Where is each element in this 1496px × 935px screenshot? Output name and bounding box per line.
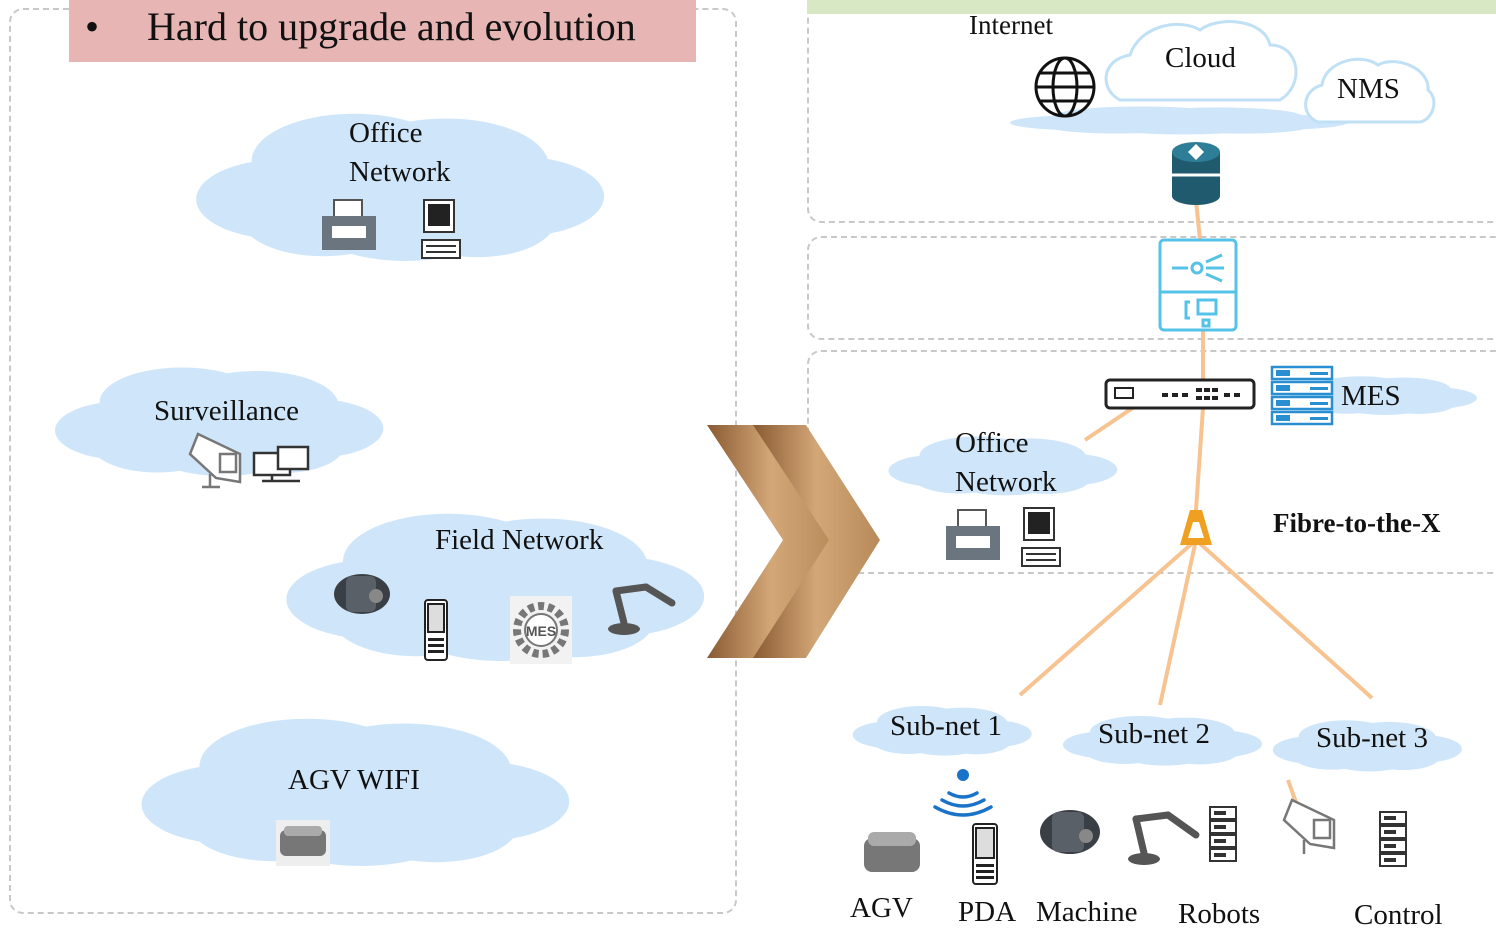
agv-icon-left	[276, 820, 330, 866]
switch-icon	[1104, 378, 1256, 410]
office-network-right-label-1: Office	[955, 427, 1029, 459]
mes-gear-icon: MES	[510, 596, 572, 664]
transition-chevron-2	[753, 425, 880, 658]
pda-icon-left	[424, 599, 448, 661]
subnet-1-label: Sub-net 1	[890, 710, 1002, 742]
wifi-icon	[933, 769, 993, 817]
olt-icon	[1158, 238, 1238, 332]
robot-arm-icon-left	[608, 583, 676, 635]
subnet-3-label: Sub-net 3	[1316, 722, 1428, 754]
computer-icon-left	[421, 199, 461, 259]
printer-icon-right	[946, 509, 1000, 560]
nms-label: NMS	[1337, 73, 1400, 105]
printer-icon-left	[322, 199, 376, 250]
internet-label: Internet	[969, 10, 1053, 40]
device-control-label: Control	[1354, 899, 1443, 931]
globe-icon	[1034, 56, 1096, 118]
device-agv-label: AGV	[850, 892, 913, 924]
fttx-label: Fibre-to-the-X	[1273, 508, 1441, 538]
subnet-2-label: Sub-net 2	[1098, 718, 1210, 750]
top-green-bar	[807, 0, 1496, 14]
rack-server-icon-control	[1379, 811, 1407, 867]
field-network-label: Field Network	[435, 524, 604, 556]
motor-icon-left	[334, 574, 390, 614]
problem-banner: • Hard to upgrade and evolution	[69, 0, 696, 62]
aggregation-layer-panel	[807, 236, 1496, 340]
nms-outline	[1304, 57, 1436, 124]
cloud-label: Cloud	[1165, 42, 1236, 74]
robot-arm-icon-right	[1128, 811, 1200, 865]
office-network-right-label-2: Network	[955, 466, 1057, 498]
cloud-outline	[1104, 20, 1298, 102]
camera-icon-right	[1282, 779, 1336, 854]
router-icon	[1172, 142, 1220, 205]
bullet-icon: •	[85, 4, 100, 49]
motor-icon-right	[1040, 810, 1100, 854]
splitter-icon	[1180, 510, 1212, 545]
banner-text: Hard to upgrade and evolution	[147, 4, 636, 49]
internet-cloud-base	[1010, 106, 1349, 135]
office-network-label-1: Office	[349, 117, 423, 149]
device-machine-label: Machine	[1036, 896, 1138, 928]
mes-server-icon	[1270, 365, 1334, 426]
device-pda-label: PDA	[958, 896, 1017, 928]
pda-icon-right	[972, 823, 998, 885]
transition-chevron-1	[707, 425, 835, 658]
agv-icon-right	[864, 832, 920, 872]
surveillance-label: Surveillance	[154, 395, 299, 427]
monitors-icon	[252, 445, 310, 483]
agv-wifi-label: AGV WIFI	[288, 764, 420, 796]
mes-gear-label: MES	[526, 623, 556, 639]
rack-server-icon-robots	[1209, 806, 1237, 862]
computer-icon-right	[1021, 507, 1061, 567]
camera-icon-left	[188, 432, 242, 489]
cloud-layer-panel	[807, 0, 1496, 223]
device-robots-label: Robots	[1178, 898, 1261, 930]
mes-label: MES	[1341, 380, 1401, 412]
office-network-label-2: Network	[349, 156, 451, 188]
